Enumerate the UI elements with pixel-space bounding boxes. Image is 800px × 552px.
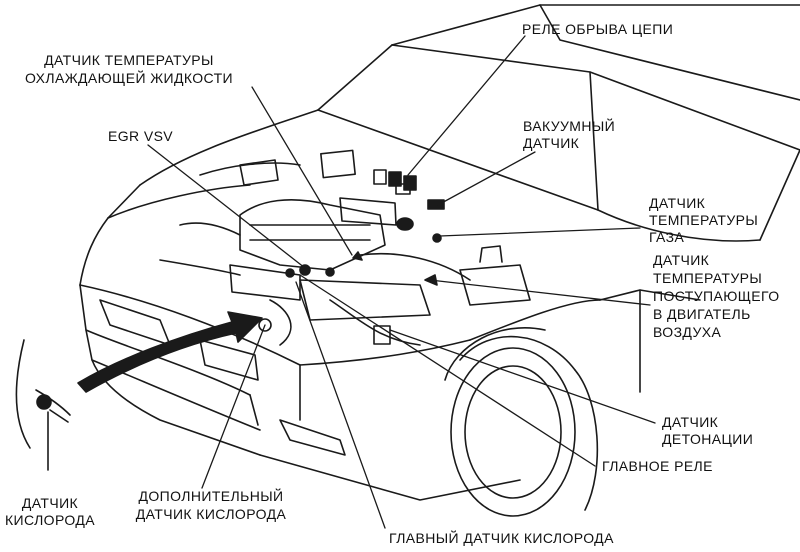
intake-air-temp-label-line4: В ДВИГАТЕЛЬ [653, 306, 751, 322]
windshield-outline [317, 4, 800, 241]
egr-vsv-label: EGR VSV [108, 128, 174, 144]
main-oxygen-sensor-label: ГЛАВНЫЙ ДАТЧИК КИСЛОРОДА [389, 530, 614, 546]
coolant-temp-sensor-label-line1: ДАТЧИК ТЕМПЕРАТУРЫ [44, 52, 214, 68]
main-relay-label: ГЛАВНОЕ РЕЛЕ [602, 458, 713, 474]
intake-air-temp-label-line5: ВОЗДУХА [653, 324, 722, 340]
gas-temp-sensor-label-line2: ТЕМПЕРАТУРЫ [649, 212, 759, 228]
oxygen-sensor-label-line2: КИСЛОРОДА [5, 512, 95, 528]
pointer-arrow [77, 311, 263, 393]
extra-oxygen-sensor-label-line1: ДОПОЛНИТЕЛЬНЫЙ [138, 488, 284, 504]
knock-sensor-label-line1: ДАТЧИК [662, 414, 719, 430]
leader-lines [147, 35, 656, 529]
extra-oxygen-sensor-label-line2: ДАТЧИК КИСЛОРОДА [135, 506, 287, 522]
intake-air-temp-label-line2: ТЕМПЕРАТУРЫ [653, 270, 763, 286]
intake-air-temp-label-line3: ПОСТУПАЮЩЕГО [653, 288, 780, 304]
relay-block [258, 169, 445, 345]
hood-outline [107, 109, 599, 219]
gas-temp-sensor-label-line3: ГАЗА [649, 229, 685, 245]
engine-components [159, 149, 531, 346]
knock-sensor-label-line2: ДЕТОНАЦИИ [662, 431, 754, 447]
coolant-temp-sensor-label-line2: ОХЛАЖДАЮЩЕЙ ЖИДКОСТИ [24, 70, 234, 86]
gas-temp-sensor-label-line1: ДАТЧИК [649, 195, 706, 211]
oxygen-sensor-label-line1: ДАТЧИК [21, 495, 79, 511]
vacuum-sensor-label-line2: ДАТЧИК [523, 135, 580, 151]
circuit-break-relay-label: РЕЛЕ ОБРЫВА ЦЕПИ [522, 21, 674, 37]
intake-air-temp-label-line1: ДАТЧИК [653, 252, 710, 268]
front-wheel [444, 327, 599, 517]
vacuum-sensor-label-line1: ВАКУУМНЫЙ [523, 118, 616, 134]
oxygen-sensor-inset [15, 339, 71, 471]
